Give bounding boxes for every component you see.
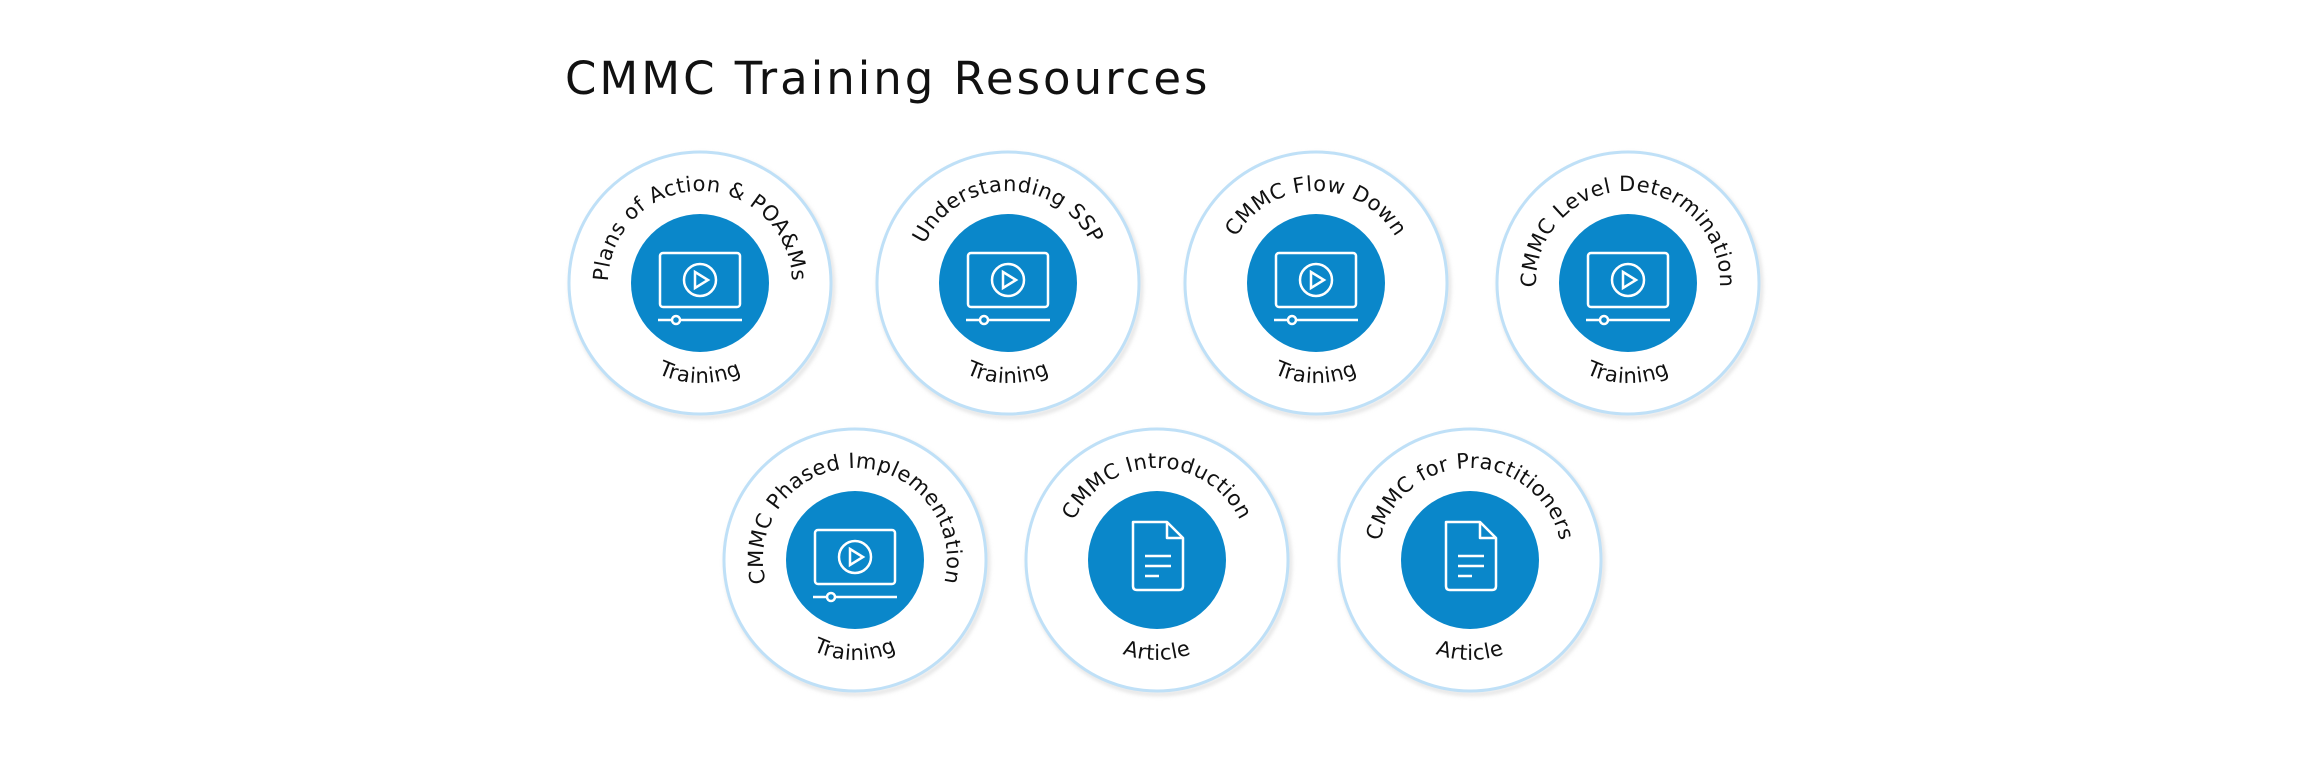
video-player-icon [966, 251, 1050, 326]
icon-badge [786, 491, 924, 629]
resource-card[interactable]: CMMC Introduction Article [1017, 420, 1297, 700]
icon-badge [1401, 491, 1539, 629]
resource-card[interactable]: Understanding SSP Training [868, 143, 1148, 423]
icon-badge [939, 214, 1077, 352]
icon-badge [1088, 491, 1226, 629]
icon-badge [1247, 214, 1385, 352]
video-player-icon [813, 528, 897, 603]
video-player-icon [658, 251, 742, 326]
resource-card[interactable]: CMMC Flow Down Training [1176, 143, 1456, 423]
icon-badge [1559, 214, 1697, 352]
document-icon [1444, 520, 1498, 592]
resource-card[interactable]: Plans of Action & POA&Ms Training [560, 143, 840, 423]
page-title: CMMC Training Resources [565, 52, 1211, 105]
video-player-icon [1274, 251, 1358, 326]
video-player-icon [1586, 251, 1670, 326]
resource-card[interactable]: CMMC for Practitioners Article [1330, 420, 1610, 700]
resource-card[interactable]: CMMC Level Determination Training [1488, 143, 1768, 423]
resource-card[interactable]: CMMC Phased Implementation Training [715, 420, 995, 700]
icon-badge [631, 214, 769, 352]
document-icon [1131, 520, 1185, 592]
